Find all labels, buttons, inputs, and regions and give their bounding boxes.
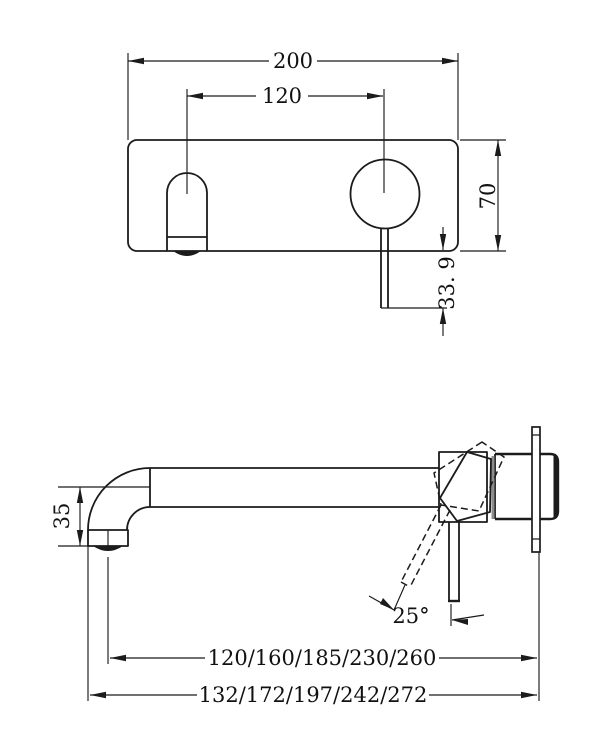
arrow-left (380, 598, 394, 610)
dim-hole-centres-label: 120 (262, 84, 302, 108)
ext-lines (127, 53, 459, 140)
aerator-arc (173, 251, 201, 256)
dim-overall-width: 200 (127, 49, 459, 140)
ext-lines (107, 552, 540, 701)
dim-reach-centre: 120/160/185/230/260 (107, 552, 540, 701)
right-arrow-tail (451, 614, 485, 621)
dim-outlet-drop-label: 35 (50, 503, 74, 530)
dim-reach-overall-label: 132/172/197/242/272 (199, 683, 428, 707)
dim-overall-width-label: 200 (273, 49, 313, 73)
dim-reach-centre-label: 120/160/185/230/260 (208, 646, 437, 670)
handle-closed-lever (448, 522, 460, 626)
ext-lines (58, 486, 150, 547)
arrow-right (521, 654, 537, 662)
handle-cone-open-dashed (433, 441, 505, 512)
arrow-left (110, 654, 126, 662)
handle-stem-front (380, 228, 389, 308)
spout-side (87, 467, 439, 551)
arrow-left (187, 92, 203, 100)
flange-rect (531, 426, 541, 553)
dim-plate-height-label: 70 (476, 183, 500, 210)
dim-hole-centres: 120 (187, 84, 383, 108)
arrow-left (90, 691, 106, 699)
arrow-bottom (494, 235, 502, 251)
mixer-body-side (438, 451, 495, 523)
arrow-right (442, 57, 458, 65)
flange-tab-lines (532, 434, 540, 540)
body-square (438, 451, 488, 523)
lever-sides (448, 522, 460, 601)
lever-open-dashed (400, 504, 451, 588)
dim-reach-overall: 132/172/197/242/272 (87, 546, 537, 707)
backplate-rect (127, 139, 459, 252)
dim-handle-angle: 25° (368, 595, 485, 628)
handle-cone-closed (439, 451, 492, 522)
backplate-outline (127, 139, 459, 252)
arrow-right (367, 92, 383, 100)
dim-handle-drop: 33. 9 (435, 227, 459, 336)
side-view: 35 25° 120/160/185/230/260 132/172/197/2… (50, 426, 560, 707)
dim-plate-height: 70 (460, 139, 506, 252)
dim-handle-drop-label: 33. 9 (435, 256, 459, 309)
arrow-right (452, 619, 468, 625)
mixer-knob-circle (349, 158, 421, 230)
mixer-knob-front (349, 89, 447, 309)
arrow-down (439, 234, 447, 250)
cylinder-outline (495, 452, 560, 521)
elbow-inner-arc (126, 506, 151, 531)
dim-handle-angle-label: 25° (392, 604, 429, 628)
aerator-outlet-arc (93, 546, 123, 551)
arrow-top (76, 487, 84, 503)
arrow-right (521, 691, 537, 699)
arrow-bottom (76, 530, 84, 546)
elbow-outer-arc (87, 467, 151, 531)
dim-outlet-drop: 35 (50, 486, 150, 547)
arrow-top (494, 140, 502, 156)
wall-cartridge-cylinder (494, 452, 560, 521)
arrow-left (128, 57, 144, 65)
wall-flange-plate (531, 426, 541, 553)
front-view: 200 120 70 33. 9 (127, 49, 506, 336)
spout-tube (150, 467, 439, 508)
spout-front (166, 89, 208, 256)
handle-open-position (393, 441, 505, 611)
lever-axis-extension (393, 584, 406, 611)
arrow-up (439, 308, 447, 324)
